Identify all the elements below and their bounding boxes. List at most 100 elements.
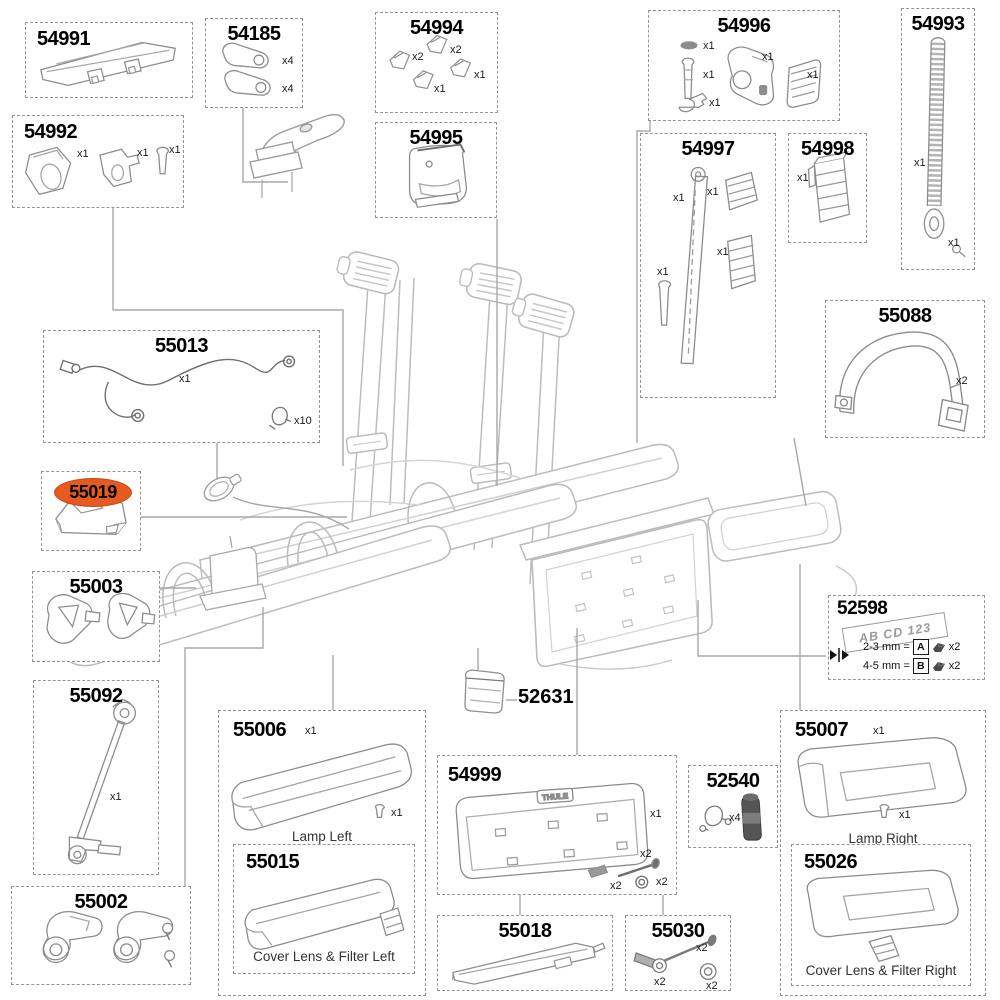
part-number: 55015 [246,851,300,873]
quantity-label: x1 [137,147,149,159]
quantity-label: x2 [706,980,718,992]
quantity-label: x1 [474,69,486,81]
ratchet-arm-part [249,113,345,198]
part-sketch-54993 [923,37,966,258]
part-sketch-52631 [464,669,505,714]
part-number: 52631 [518,686,574,708]
part-number: 54994 [409,17,464,39]
part-number: 55026 [804,851,858,873]
part-sketch-55003 [46,592,156,644]
part-sketch-55030 [633,934,717,980]
part-box-55003[interactable]: 55003 [32,571,160,662]
part-box-55026[interactable]: 55026 Cover Lens & Filter Right [791,844,971,986]
part-box-55015[interactable]: 55015 Cover Lens & Filter Left [233,844,415,974]
quantity-label: x2 [696,942,708,954]
part-box-55018[interactable]: 55018 [437,915,613,991]
code-badge: B [912,658,929,674]
quantity-label: x1 [899,809,911,821]
part-box-55007[interactable]: 55007 x1 x1 Lamp Right 55026 Cover Lens … [780,710,986,996]
plug-and-wire [203,473,350,530]
quantity-label: x1 [873,725,885,737]
quantity-label: x1 [948,237,960,249]
part-sketch-54996 [678,41,822,113]
part-number: 55007 [795,719,849,741]
quantity-label: x1 [169,144,181,156]
quantity-label: x2 [640,848,652,860]
quantity-label: x1 [110,791,122,803]
clip-icon [932,661,945,671]
part-box-54997[interactable]: 54997 x1 x1 x1 x1 [640,133,776,398]
part-sketch-54995 [408,143,467,208]
quantity-label: x1 [650,808,662,820]
quantity-label: x1 [707,186,719,198]
part-sketch-54185 [222,42,271,96]
part-number: 55019 [69,482,117,502]
quantity-label: x1 [657,266,669,278]
quantity-label: x1 [179,373,191,385]
part-number: 54999 [448,764,502,786]
part-box-54998[interactable]: 54998 x1 [788,133,867,243]
clip-icon [932,642,945,652]
part-number: 55030 [651,920,705,942]
part-sketch-55026 [806,869,959,963]
part-sketch-54992 [24,146,170,196]
part-box-54991[interactable]: 54991 [25,22,193,98]
part-number: 54992 [24,121,78,143]
part-sketch-54999: THULE [455,782,660,889]
part-number: 52540 [706,770,760,792]
part-box-55006[interactable]: 55006 x1 x1 Lamp Left 55015 Cover Lens &… [218,710,426,996]
part-box-54994[interactable]: 54994 x2 x2 x1 x1 [375,12,498,113]
quantity-label: x1 [673,192,685,204]
quantity-label: x2 [450,44,462,56]
part-box-54185[interactable]: 54185 x4 x4 [205,18,303,108]
part-box-54999[interactable]: THULE 54999 x1 x2 x2 x2 [437,755,677,895]
part-caption: Cover Lens & Filter Right [805,963,957,978]
quantity-label: x2 [412,51,424,63]
range-label: 2-3 mm = [863,641,910,653]
quantity-label: x1 [709,97,721,109]
part-number: 54995 [409,127,463,149]
part-box-54995[interactable]: 54995 [375,122,497,218]
part-sketch-55002 [42,911,176,968]
quantity-label: x1 [77,148,89,160]
part-number: 55002 [74,891,128,913]
part-sketch-54994 [389,34,472,90]
part-box-55092[interactable]: 55092 x1 [33,680,159,875]
part-sketch-54998 [807,151,851,223]
quantity-label: x2 [610,880,622,892]
part-box-55030[interactable]: 55030 x2 x2 x2 [625,915,731,992]
part-sketch-55007 [797,737,967,818]
part-number: 54998 [800,138,855,160]
part-number: 54991 [37,28,91,50]
part-box-55002[interactable]: 55002 [11,886,191,985]
quantity-label: x1 [914,157,926,169]
plate-logo-text: THULE [542,791,569,802]
part-label-52631[interactable]: 52631 [518,686,574,709]
part-sketch-55088 [834,331,969,432]
part-box-55019[interactable]: 55019 [41,471,141,551]
quantity-label: x4 [282,55,294,67]
part-box-55013[interactable]: 55013 x1 x10 [43,330,320,443]
code-badge: A [912,639,929,655]
part-box-54993[interactable]: 54993 x1 x1 [901,8,975,270]
part-sketch-54991 [40,41,176,86]
quantity-label: x2 [956,375,968,387]
part-caption: Lamp Left [291,829,353,844]
part-sketch-55015 [244,878,405,950]
quantity-label: x4 [729,812,741,824]
quantity-label: x1 [703,40,715,52]
part-sketch-55013 [59,355,296,430]
quantity-label: x1 [762,51,774,63]
part-box-52598[interactable]: 52598 AB CD 123 2-3 mm = A x2 4-5 mm = B… [828,595,985,680]
part-box-54992[interactable]: 54992 x1 x1 x1 [12,115,184,208]
part-sketch-55006 [231,743,413,831]
selected-part-highlight: 55019 [54,478,132,507]
part-box-55088[interactable]: 55088 x2 [825,300,985,438]
part-number: 52598 [837,598,888,619]
quantity-label: x4 [282,83,294,95]
part-box-52540[interactable]: 52540 x4 [688,765,778,848]
part-box-54996[interactable]: 54996 x1 x1 x1 x1 x1 [648,10,840,121]
part-caption: Lamp Right [848,831,918,846]
part-number: 55013 [154,335,209,357]
